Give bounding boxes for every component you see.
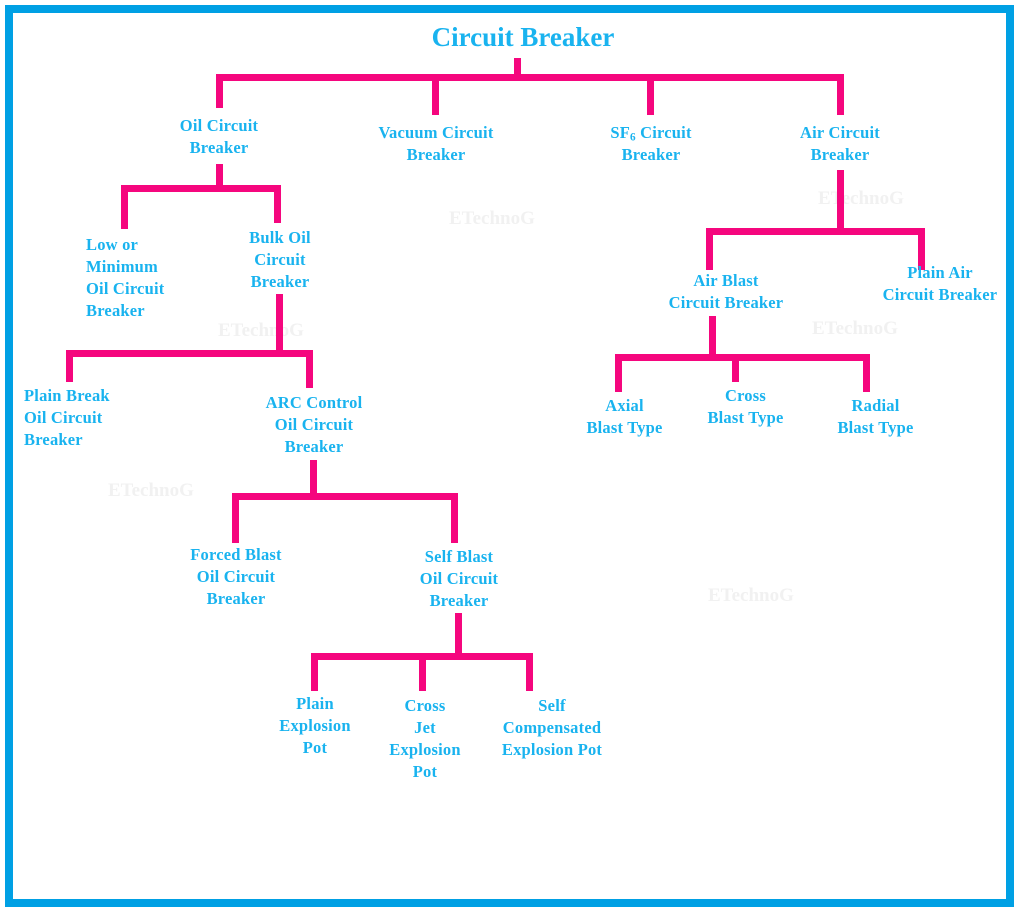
sf6-label-pre: SF [610, 123, 630, 142]
node-plain-explosion-pot[interactable]: Plain Explosion Pot [279, 694, 351, 757]
node-forced-blast-oil-circuit-breaker[interactable]: Forced Blast Oil Circuit Breaker [190, 545, 282, 608]
node-plain-break-oil-circuit-breaker[interactable]: Plain Break Oil Circuit Breaker [24, 386, 110, 449]
connector-drop-low-min-oil [121, 185, 128, 229]
connector-drop-sf6 [647, 74, 654, 115]
connector-arc-bus [232, 493, 458, 500]
node-axial-blast-type[interactable]: Axial Blast Type [586, 396, 663, 437]
connector-drop-bulk-oil [274, 185, 281, 223]
connector-level1-bus [216, 74, 844, 81]
connector-arc-stem [310, 460, 317, 494]
connector-oil-bus [121, 185, 281, 192]
node-radial-blast-type[interactable]: Radial Blast Type [837, 396, 914, 437]
node-air-blast-circuit-breaker[interactable]: Air Blast Circuit Breaker [668, 271, 784, 312]
node-sf6-circuit-breaker[interactable]: SF6 Circuit Breaker [571, 122, 731, 166]
node-self-blast-oil-circuit-breaker[interactable]: Self Blast Oil Circuit Breaker [419, 547, 499, 610]
node-low-or-minimum-oil-circuit-breaker[interactable]: Low or Minimum Oil Circuit Breaker [86, 235, 165, 320]
watermark: ETechnoG [708, 585, 794, 606]
watermark: ETechnoG [449, 208, 535, 229]
sf6-label-post: Circuit Breaker [621, 123, 692, 164]
connector-drop-plain-break [66, 350, 73, 382]
connector-drop-forced-blast [232, 493, 239, 543]
node-arc-control-oil-circuit-breaker[interactable]: ARC Control Oil Circuit Breaker [265, 393, 363, 456]
connector-drop-cross-jet-explosion-pot [419, 653, 426, 691]
watermark: ETechnoG [108, 480, 194, 501]
page-title: Circuit Breaker [431, 22, 615, 52]
connector-drop-self-compensated-explosion-pot [526, 653, 533, 691]
node-bulk-oil-circuit-breaker[interactable]: Bulk Oil Circuit Breaker [249, 228, 311, 291]
sf6-subscript: 6 [630, 131, 636, 144]
connector-air-stem [837, 170, 844, 230]
connector-air-bus [706, 228, 925, 235]
connector-drop-plain-air [918, 228, 925, 270]
node-self-compensated-explosion-pot[interactable]: Self Compensated Explosion Pot [501, 696, 603, 759]
watermark: ETechnoG [218, 320, 304, 341]
connector-drop-cross-blast [732, 354, 739, 382]
connector-drop-air-blast [706, 228, 713, 270]
connector-drop-oil [216, 74, 223, 108]
connector-drop-self-blast [451, 493, 458, 543]
connector-air-blast-stem [709, 316, 716, 356]
connector-drop-radial-blast [863, 354, 870, 392]
watermark: ETechnoG [812, 318, 898, 339]
connector-drop-axial-blast [615, 354, 622, 392]
node-cross-blast-type[interactable]: Cross Blast Type [707, 386, 784, 427]
node-oil-circuit-breaker[interactable]: Oil Circuit Breaker [179, 116, 259, 157]
node-cross-jet-explosion-pot[interactable]: Cross Jet Explosion Pot [389, 696, 461, 781]
connector-bulk-oil-stem [276, 294, 283, 350]
node-vacuum-circuit-breaker[interactable]: Vacuum Circuit Breaker [378, 123, 494, 164]
connector-drop-vacuum [432, 74, 439, 115]
connector-drop-arc-control [306, 350, 313, 388]
node-air-circuit-breaker[interactable]: Air Circuit Breaker [800, 123, 880, 164]
connector-air-blast-bus [615, 354, 870, 361]
connector-drop-air [837, 74, 844, 115]
connector-bulk-oil-bus [66, 350, 313, 357]
watermark: ETechnoG [818, 188, 904, 209]
connector-drop-plain-explosion-pot [311, 653, 318, 691]
connector-root-stem [514, 58, 521, 78]
connector-oil-stem [216, 164, 223, 188]
connector-self-blast-stem [455, 613, 462, 655]
node-plain-air-circuit-breaker[interactable]: Plain Air Circuit Breaker [882, 263, 998, 304]
